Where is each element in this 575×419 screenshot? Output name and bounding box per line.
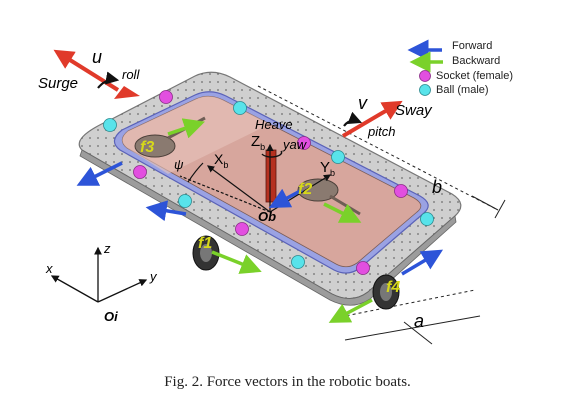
socket-markers xyxy=(133,90,408,275)
yaw-label: yaw xyxy=(283,137,307,152)
f1-label: f1 xyxy=(198,235,213,252)
wheel-f4 xyxy=(372,274,400,310)
dim-b-label: b xyxy=(432,177,443,197)
legend-ball-label: Ball (male) xyxy=(436,84,489,96)
u-label: u xyxy=(92,47,103,67)
dimension-a xyxy=(334,289,481,345)
pitch-label: pitch xyxy=(368,124,396,139)
sway-arrow xyxy=(341,100,403,138)
surge-arrow xyxy=(53,49,140,99)
yb-label: Yb xyxy=(320,159,336,178)
zb-label: Zb xyxy=(251,133,266,152)
figure-caption: Fig. 2. Force vectors in the robotic boa… xyxy=(164,374,411,390)
surge-label: Surge xyxy=(38,75,79,92)
heave-label: Heave xyxy=(255,117,293,132)
wheel-f1 xyxy=(192,235,220,271)
center-mast xyxy=(265,149,277,203)
boat-force-diagram xyxy=(50,39,506,345)
roll-label: roll xyxy=(122,67,140,82)
legend-socket-label: Socket (female) xyxy=(436,70,514,82)
legend-backward-label: Backward xyxy=(452,55,501,67)
legend-socket-icon xyxy=(419,70,431,82)
xb-label: Xb xyxy=(214,151,229,170)
psi-label: ψ xyxy=(174,157,184,172)
legend-forward-label: Forward xyxy=(452,40,493,52)
inertial-axes xyxy=(50,246,148,303)
v-label: v xyxy=(358,93,367,113)
dimension-b xyxy=(257,85,506,219)
legend-ball-icon xyxy=(419,84,431,96)
f3-label: f3 xyxy=(140,139,155,156)
dim-a-label: a xyxy=(414,311,425,331)
ball-markers xyxy=(103,101,434,269)
axis-x-label: x xyxy=(46,261,53,276)
ob-label: Ob xyxy=(258,209,277,224)
axis-y-label: y xyxy=(150,269,157,284)
forward-arrows xyxy=(76,39,444,276)
axis-z-label: z xyxy=(104,241,111,256)
f2-label: f2 xyxy=(298,181,313,198)
oi-label: Oi xyxy=(104,309,118,324)
backward-arrows xyxy=(167,51,443,323)
f4-label: f4 xyxy=(386,279,401,296)
sway-label: Sway xyxy=(395,102,432,119)
